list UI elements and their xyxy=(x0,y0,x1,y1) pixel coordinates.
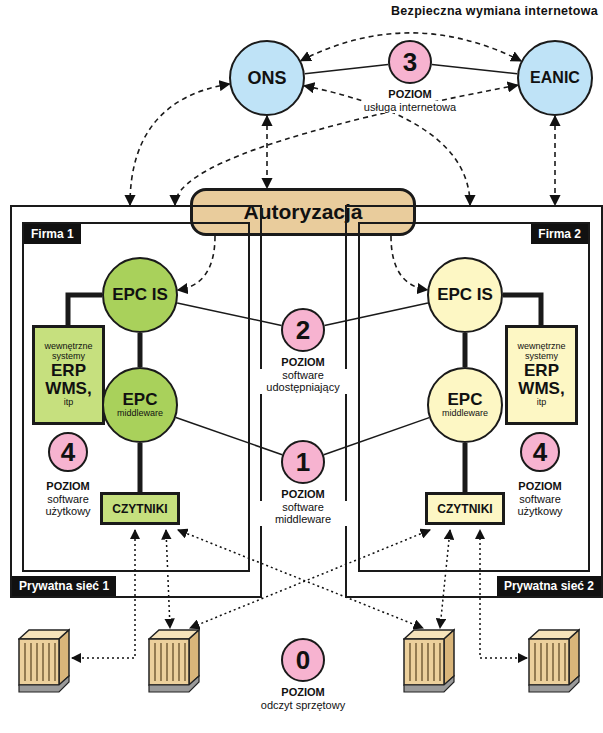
dashed-arrow xyxy=(178,236,215,290)
node-label: ONS xyxy=(247,68,286,89)
connector-line xyxy=(503,295,541,325)
connector-line xyxy=(324,418,429,455)
node-label: Prywatna sieć 1 xyxy=(12,576,116,596)
network-group: Prywatna sieć 2 Firma 2 EPC IS wewnętrzne s… xyxy=(345,205,603,598)
dashed-arrow xyxy=(175,85,518,205)
service-circle: EPCmiddleware xyxy=(102,367,178,443)
node-sublabel: usługa internetowa xyxy=(362,101,458,114)
connector-line xyxy=(432,64,517,73)
level-caption: POZIOMusługa internetowa xyxy=(354,88,466,113)
reader-box: CZYTNIKI xyxy=(425,492,505,525)
node-sublabel: POZIOM xyxy=(386,88,433,101)
reader-box: CZYTNIKI xyxy=(100,492,180,525)
node-sublabel: odczyt sprzętowy xyxy=(259,699,347,712)
node-sublabel: middleware xyxy=(442,409,488,419)
node-sublabel: ERP WMS, xyxy=(511,362,572,398)
node-sublabel: itp xyxy=(537,398,547,408)
connector-line xyxy=(176,418,282,455)
node-sublabel: POZIOM xyxy=(279,686,326,699)
server-circle: ONS xyxy=(229,40,305,116)
network-group: Prywatna sieć 1 Firma 1 EPC IS wewnętrzne s… xyxy=(10,205,262,598)
dashed-arrow xyxy=(266,116,268,188)
level-circle: 2POZIOMsoftware udostępniający xyxy=(281,308,325,352)
dashed-arrow xyxy=(554,116,556,205)
node-label: 0 xyxy=(296,647,310,673)
node-label: EPC IS xyxy=(112,286,168,304)
node-sublabel: software middleware xyxy=(255,501,351,526)
service-circle: EPCmiddleware xyxy=(427,367,503,443)
company-group: Firma 1 EPC IS wewnętrzne systemyERP WMS,i… xyxy=(22,222,250,572)
node-label: 1 xyxy=(296,449,310,475)
level-caption: POZIOModczyt sprzętowy xyxy=(255,686,351,711)
node-label: wewnętrzne systemy xyxy=(511,342,572,362)
node-label: wewnętrzne systemy xyxy=(38,342,99,362)
node-label: CZYTNIKI xyxy=(437,502,492,516)
level-circle: 3POZIOMusługa internetowa xyxy=(388,40,432,84)
node-sublabel: POZIOM xyxy=(516,480,563,493)
dashed-arrow xyxy=(391,236,427,290)
node-label: EANIC xyxy=(530,69,580,87)
connector-line xyxy=(138,333,143,367)
node-sublabel: ERP WMS, xyxy=(38,362,99,398)
node-label: 4 xyxy=(61,439,75,465)
system-box: wewnętrzne systemyERP WMS,itp xyxy=(32,325,105,425)
node-label: EPC xyxy=(448,391,483,409)
node-sublabel: itp xyxy=(64,398,74,408)
node-sublabel: POZIOM xyxy=(279,488,326,501)
node-label: EPC xyxy=(123,391,158,409)
level-circle: 4POZIOMsoftware użytkowy xyxy=(520,432,560,472)
node-label: 4 xyxy=(533,439,547,465)
node-label: Firma 1 xyxy=(24,224,81,244)
connector-line xyxy=(325,303,428,325)
node-sublabel: POZIOM xyxy=(279,356,326,369)
level-caption: POZIOMsoftware middleware xyxy=(255,488,351,526)
node-sublabel: middleware xyxy=(117,409,163,419)
system-box: wewnętrzne systemyERP WMS,itp xyxy=(505,325,578,425)
node-label: EPC IS xyxy=(437,286,493,304)
level-circle: 0POZIOModczyt sprzętowy xyxy=(281,638,325,682)
level-caption: POZIOMsoftware użytkowy xyxy=(36,480,100,518)
connector-line xyxy=(463,443,468,492)
level-circle: 4POZIOMsoftware użytkowy xyxy=(48,432,88,472)
node-sublabel: software użytkowy xyxy=(508,493,572,518)
node-label: CZYTNIKI xyxy=(112,502,167,516)
server-circle: EANIC xyxy=(517,40,593,116)
node-label: 3 xyxy=(403,49,417,75)
level-caption: POZIOMsoftware udostępniający xyxy=(255,356,351,394)
node-sublabel: software udostępniający xyxy=(255,369,351,394)
node-label: 2 xyxy=(296,317,310,343)
connector-line xyxy=(68,295,102,325)
level-caption: POZIOMsoftware użytkowy xyxy=(508,480,572,518)
node-sublabel: software użytkowy xyxy=(36,493,100,518)
connector-line xyxy=(305,64,388,73)
level-circle: 1POZIOMsoftware middleware xyxy=(281,440,325,484)
service-circle: EPC IS xyxy=(427,257,503,333)
company-group: Firma 2 EPC IS wewnętrzne systemyERP WMS,i… xyxy=(358,222,590,572)
dashed-arrow xyxy=(130,84,230,205)
connector-line xyxy=(138,443,143,492)
auth-box: Autoryzacja xyxy=(190,188,416,236)
connector-line xyxy=(463,333,468,367)
node-sublabel: POZIOM xyxy=(44,480,91,493)
service-circle: EPC IS xyxy=(102,257,178,333)
diagram-title: Bezpieczna wymiana internetowa xyxy=(391,4,598,18)
node-label: Prywatna sieć 2 xyxy=(497,576,601,596)
connector-line xyxy=(177,303,281,325)
node-label: Firma 2 xyxy=(531,224,588,244)
